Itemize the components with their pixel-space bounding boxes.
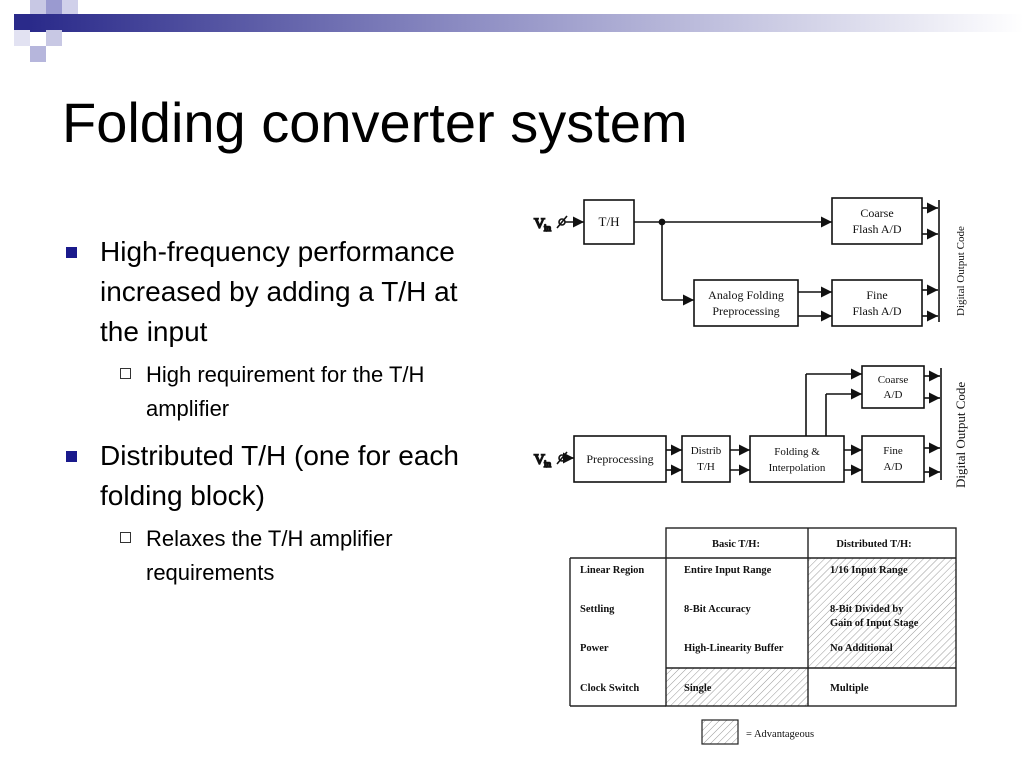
coarse-label-2: A/D xyxy=(884,389,903,401)
advantageous-cell-hatch xyxy=(808,636,956,668)
sub-bullet-item: High requirement for the T/H amplifier xyxy=(62,358,472,426)
comparison-table: Basic T/H: Distributed T/H: Linear Regio… xyxy=(569,527,957,745)
distributed-th-block-diagram: V in Preprocessing Distrib T/H Folding &… xyxy=(533,365,968,488)
th-input-block-diagram: V in T/H Coarse Flash A/D Analog Folding… xyxy=(533,197,967,327)
advantageous-cell-hatch xyxy=(808,558,956,598)
fine-ad-box xyxy=(861,435,925,483)
th-label: T/H xyxy=(599,214,620,229)
bullet-item: High-frequency performance increased by … xyxy=(62,232,472,352)
basic-cell: High-Linearity Buffer xyxy=(684,643,784,654)
advantageous-cell-hatch xyxy=(808,598,956,636)
table-header-distributed: Distributed T/H: xyxy=(836,539,911,550)
basic-cell: 8-Bit Accuracy xyxy=(684,604,752,615)
decorative-header-bar xyxy=(14,0,1024,62)
bullet-text: Distributed T/H (one for each folding bl… xyxy=(100,440,459,511)
folding-label-1: Analog Folding xyxy=(708,288,784,302)
row-label: Clock Switch xyxy=(580,683,639,694)
basic-cell: Single xyxy=(684,683,712,694)
distrib-label-1: Distrib xyxy=(691,445,722,457)
digital-output-label: Digital Output Code xyxy=(955,226,967,316)
row-label: Settling xyxy=(580,604,615,615)
distributed-cell: No Additional xyxy=(830,643,893,654)
fine-label-2: A/D xyxy=(884,461,903,473)
preprocessing-label: Preprocessing xyxy=(586,452,653,466)
bullet-item: Distributed T/H (one for each folding bl… xyxy=(62,436,472,516)
legend-text: = Advantageous xyxy=(746,729,814,740)
coarse-flash-box xyxy=(831,197,923,245)
hollow-square-bullet-icon xyxy=(120,532,131,543)
fine-label-1: Fine xyxy=(883,445,903,457)
advantageous-cell-hatch xyxy=(666,668,808,706)
digital-output-label: Digital Output Code xyxy=(953,382,968,488)
distributed-cell: Gain of Input Stage xyxy=(830,618,919,629)
coarse-ad-box xyxy=(861,365,925,409)
hollow-square-bullet-icon xyxy=(120,368,131,379)
fine-label-2: Flash A/D xyxy=(852,304,901,318)
preprocessing-box xyxy=(573,435,667,483)
vin-label: V xyxy=(534,216,545,232)
folding-preprocessing-box xyxy=(693,279,799,327)
distributed-cell: 1/16 Input Range xyxy=(830,565,908,576)
bullet-list: High-frequency performance increased by … xyxy=(62,232,472,600)
sub-bullet-text: High requirement for the T/H amplifier xyxy=(146,362,425,421)
coarse-label-2: Flash A/D xyxy=(852,222,901,236)
square-bullet-icon xyxy=(66,247,77,258)
fine-label-1: Fine xyxy=(866,288,887,302)
square-bullet-icon xyxy=(66,451,77,462)
legend-swatch xyxy=(701,719,739,745)
distrib-label-2: T/H xyxy=(697,461,715,473)
bullet-text: High-frequency performance increased by … xyxy=(100,236,458,347)
vin-subscript: in xyxy=(544,459,552,469)
vin-label: V xyxy=(534,452,545,468)
sub-bullet-text: Relaxes the T/H amplifier requirements xyxy=(146,526,393,585)
distrib-th-box xyxy=(681,435,731,483)
folding-label-2: Interpolation xyxy=(769,462,826,474)
folding-label-2: Preprocessing xyxy=(712,304,779,318)
distributed-cell: Multiple xyxy=(830,683,869,694)
sub-bullet-item: Relaxes the T/H amplifier requirements xyxy=(62,522,472,590)
table-header-basic: Basic T/H: xyxy=(712,539,760,550)
coarse-label-1: Coarse xyxy=(878,374,909,386)
folding-interpolation-box xyxy=(749,435,845,483)
distributed-cell: 8-Bit Divided by xyxy=(830,604,904,615)
fine-flash-box xyxy=(831,279,923,327)
row-label: Power xyxy=(580,643,609,654)
folding-label-1: Folding & xyxy=(774,446,820,458)
basic-cell: Entire Input Range xyxy=(684,565,772,576)
coarse-label-1: Coarse xyxy=(860,206,893,220)
row-label: Linear Region xyxy=(580,565,644,576)
slide-title: Folding converter system xyxy=(62,91,688,154)
vin-subscript: in xyxy=(544,223,552,233)
